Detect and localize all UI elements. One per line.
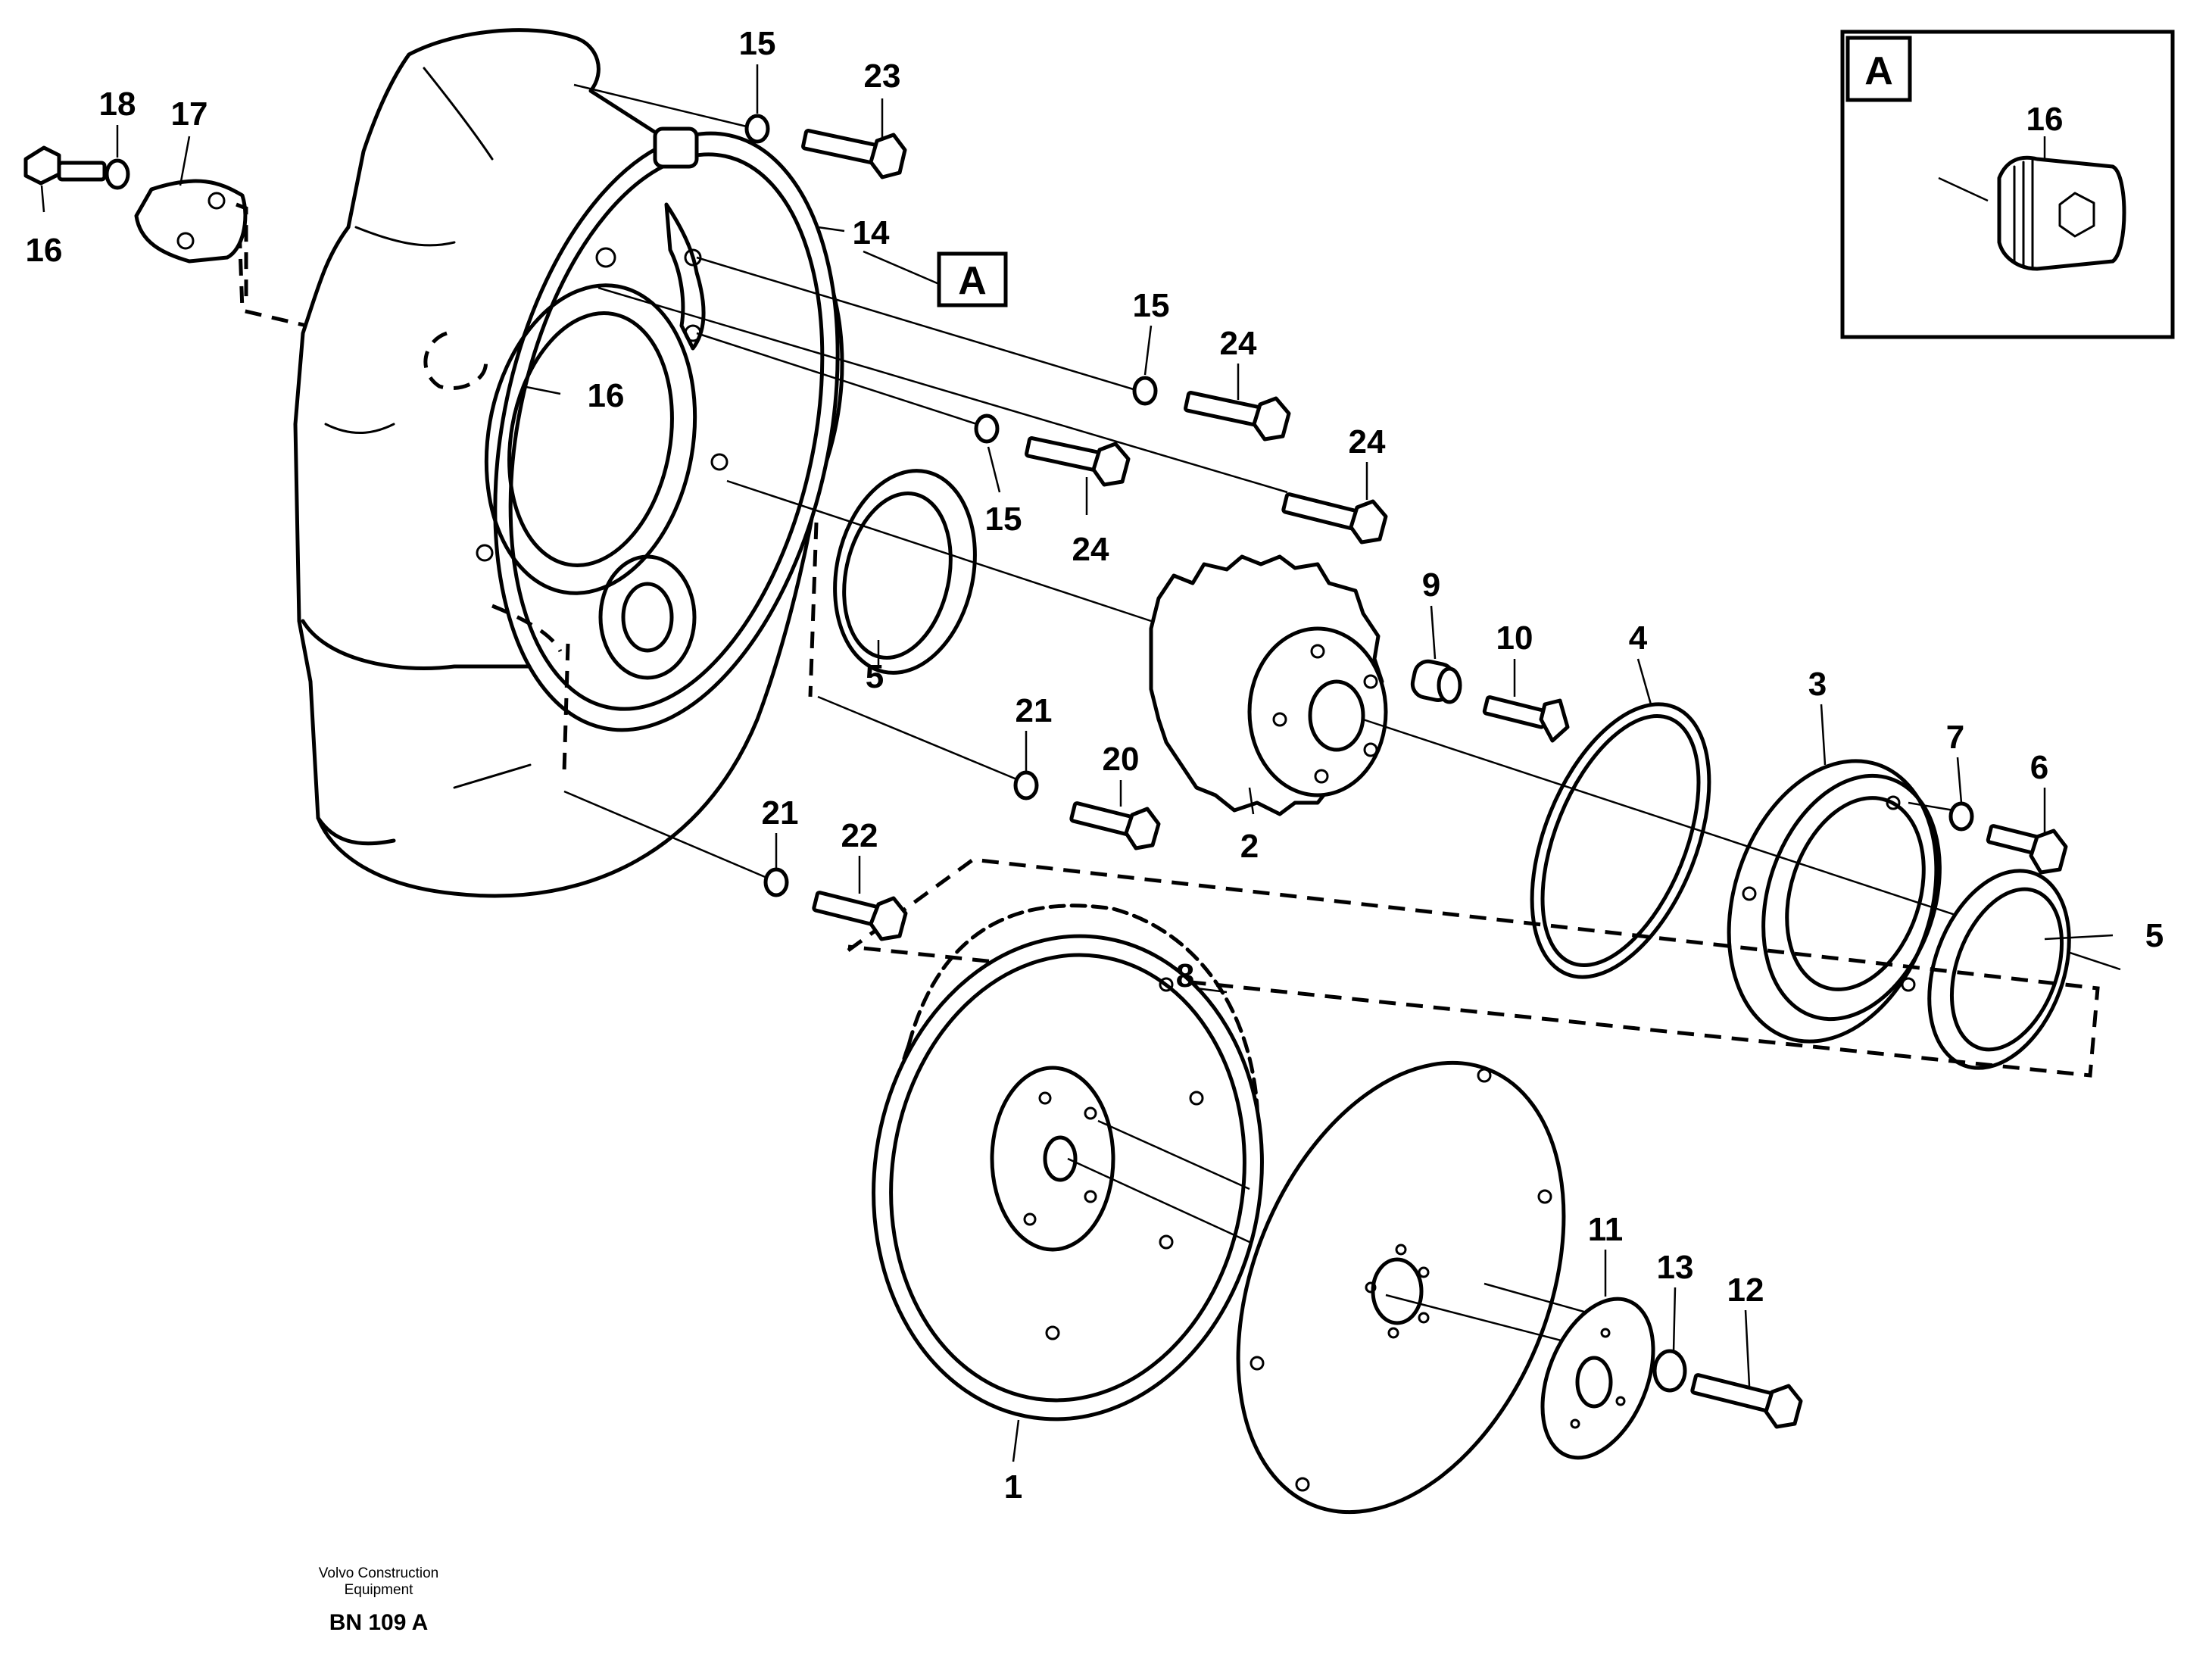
fastener-set-lower bbox=[563, 695, 1161, 941]
callout-10: 9 bbox=[1422, 566, 1440, 604]
callout-3: 3 bbox=[1808, 666, 1827, 703]
drawing-code: BN 109 A bbox=[329, 1610, 429, 1635]
clamp-plate-and-bolt bbox=[1540, 1297, 1803, 1460]
callout-4: 4 bbox=[1629, 619, 1648, 657]
callout-21-upper: 21 bbox=[1016, 692, 1053, 729]
detail-view-a-letter: A bbox=[1864, 49, 1893, 93]
flywheel-ring-gear bbox=[872, 903, 1264, 1422]
callout-15-top: 15 bbox=[739, 25, 776, 62]
callout-6: 6 bbox=[2030, 749, 2048, 786]
detail-view-a: A 16 bbox=[1840, 30, 2175, 339]
callout-23: 23 bbox=[864, 58, 901, 95]
callout-15-mid: 15 bbox=[1133, 287, 1170, 324]
flywheel-housing bbox=[236, 28, 844, 898]
callout-labels: 15 23 18 17 16 14 15 24 24 15 24 16 5 2 … bbox=[26, 25, 2164, 1506]
footer: Volvo Construction Equipment BN 109 A bbox=[319, 1565, 438, 1635]
fastener-set-middle bbox=[597, 256, 1388, 545]
callout-5-left: 5 bbox=[866, 658, 884, 695]
credit-line-2: Equipment bbox=[345, 1582, 414, 1598]
callout-12: 12 bbox=[1727, 1272, 1764, 1309]
callout-9: 11 bbox=[1588, 1211, 1624, 1248]
callout-detail-16: 16 bbox=[2026, 101, 2064, 138]
o-ring bbox=[1530, 702, 1711, 979]
drive-gear bbox=[1149, 554, 1388, 816]
callout-2: 2 bbox=[1240, 828, 1259, 865]
seal-ring-left bbox=[726, 469, 1152, 675]
callout-15-low: 15 bbox=[985, 501, 1022, 538]
view-reference-a: A bbox=[863, 250, 1008, 307]
callout-5-right: 5 bbox=[2145, 917, 2164, 954]
callout-22: 22 bbox=[841, 817, 878, 854]
callout-18: 16 bbox=[26, 232, 63, 269]
callout-21-lower: 21 bbox=[762, 794, 799, 832]
assembly-bracket bbox=[847, 857, 2100, 1078]
seal-ring-right bbox=[1927, 869, 2071, 1070]
spacer-and-screw bbox=[1410, 659, 1570, 743]
callout-11: 10 bbox=[1496, 619, 1533, 657]
callout-20: 20 bbox=[1103, 741, 1140, 778]
callout-24-right: 24 bbox=[1349, 423, 1386, 460]
callout-19: 18 bbox=[99, 86, 136, 123]
fastener-set-right bbox=[1908, 801, 2068, 875]
view-reference-a-letter: A bbox=[958, 259, 987, 303]
callout-17: 17 bbox=[171, 95, 208, 133]
callout-8: 8 bbox=[1176, 957, 1194, 994]
callout-1: 1 bbox=[1004, 1468, 1022, 1506]
plug-icon bbox=[1997, 155, 2126, 271]
callout-13: 13 bbox=[1657, 1249, 1694, 1286]
callout-24-upper: 24 bbox=[1220, 325, 1257, 362]
flex-plate bbox=[1236, 1060, 1606, 1515]
fastener-set-upper bbox=[573, 83, 907, 179]
credit-line-1: Volvo Construction bbox=[319, 1565, 438, 1581]
callout-7: 7 bbox=[1946, 719, 1964, 756]
callout-14: 14 bbox=[853, 214, 890, 251]
cover-plate-group bbox=[23, 145, 248, 303]
callout-leaders bbox=[40, 64, 2114, 1462]
callout-16-housing: 16 bbox=[588, 377, 625, 414]
callout-24-low: 24 bbox=[1072, 531, 1109, 568]
